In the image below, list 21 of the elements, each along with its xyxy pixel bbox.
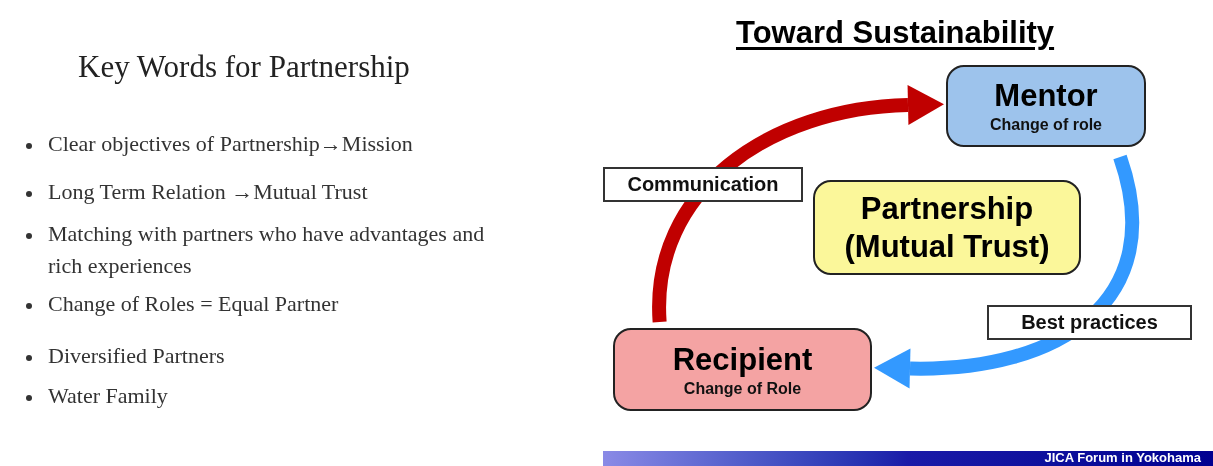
curved-arrow [652,85,944,323]
node-title: Recipient [672,340,813,379]
bullet-item: Change of Roles = Equal Partner [26,288,496,320]
rounded-box [946,65,1146,147]
rounded-box [613,328,872,411]
edge-label: Best practices [987,305,1192,340]
node-subtitle: Change of Role [683,378,802,399]
curved-arrow [874,155,1140,389]
bullet-item: Long Term Relation →Mutual Trust [26,176,496,208]
node-title: Mentor [994,77,1098,115]
rounded-box [813,180,1081,275]
bullet-item: Water Family [26,380,496,412]
footer-text: JICA Forum in Yokohama [1044,450,1201,466]
heading: Key Words for Partnership [78,48,410,86]
node-subtitle: Change of role [990,115,1102,135]
node-title: Partnership (Mutual Trust) [843,189,1051,266]
bullet-item: Diversified Partners [26,340,496,372]
edge-label: Communication [603,167,803,202]
bullet-item: Clear objectives of Partnership→Mission [26,128,496,160]
title: Toward Sustainability [736,14,1055,52]
bullet-item: Matching with partners who have advantages and rich experiences [26,218,496,282]
